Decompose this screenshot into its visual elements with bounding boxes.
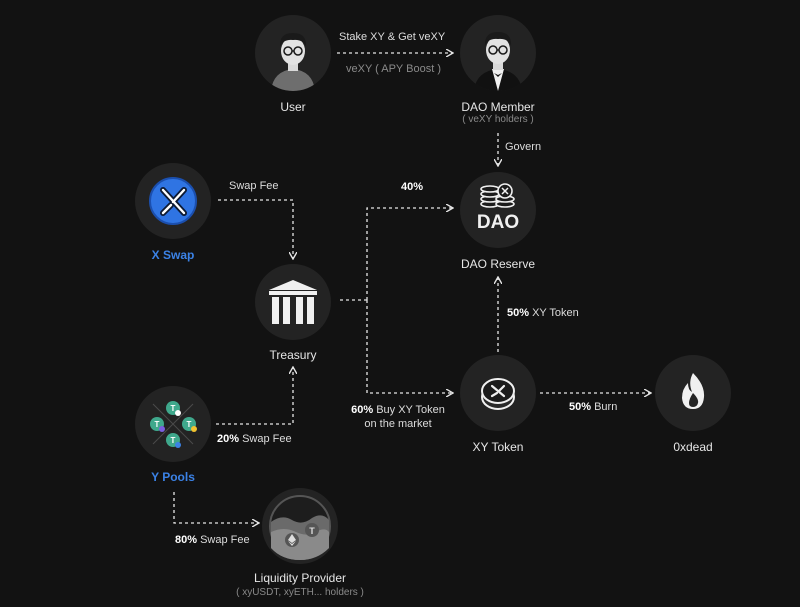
edge-label-vexy: veXY ( APY Boost )	[346, 63, 441, 75]
y-pools-label: Y Pools	[151, 470, 195, 484]
xy-token-node	[460, 355, 536, 431]
pool-tokens-icon: T T T T	[150, 401, 197, 448]
dao-member-avatar-icon	[474, 32, 522, 91]
user-label: User	[280, 100, 306, 114]
liquidity-provider-node: T	[262, 488, 338, 564]
edge-label-sixty: 60% Buy XY Token on the market	[351, 404, 445, 430]
svg-text:T: T	[155, 420, 160, 429]
x-swap-label: X Swap	[151, 248, 195, 262]
treasury-building-icon	[269, 280, 317, 324]
svg-text:T: T	[171, 404, 176, 413]
liquidity-provider-label: Liquidity Provider	[253, 571, 347, 585]
arrow-ypools-to-lp	[173, 492, 258, 523]
dead-node	[655, 355, 731, 431]
fire-icon	[682, 373, 705, 409]
svg-text:T: T	[309, 526, 315, 536]
x-swap-node	[135, 163, 211, 239]
edge-label-govern: Govern	[505, 141, 542, 153]
x-swap-logo-icon	[149, 177, 197, 225]
arrow-xswap-to-treasury	[218, 199, 293, 258]
edge-label-twenty: 20% Swap Fee	[217, 433, 292, 445]
svg-text:T: T	[171, 436, 176, 445]
liquidity-icon: T	[269, 495, 331, 560]
arrow-to-dao-reserve	[366, 208, 452, 300]
svg-text:T: T	[187, 420, 192, 429]
arrow-to-xy-token	[366, 300, 452, 393]
dao-member-label: DAO Member	[461, 100, 535, 114]
dao-logo-text: DAO	[477, 212, 519, 233]
user-node	[255, 15, 331, 91]
dao-reserve-node: DAO	[460, 172, 536, 248]
xy-token-coin-icon	[481, 378, 515, 410]
dao-coins-icon: DAO	[477, 183, 519, 233]
dead-label: 0xdead	[673, 440, 713, 454]
user-avatar-icon	[271, 33, 315, 91]
treasury-node	[255, 264, 331, 340]
edge-label-forty: 40%	[401, 181, 424, 193]
edge-label-fifty-burn: 50% Burn	[569, 401, 618, 413]
edge-label-stake: Stake XY & Get veXY	[339, 31, 446, 43]
treasury-label: Treasury	[269, 348, 317, 362]
dao-reserve-label: DAO Reserve	[460, 257, 536, 271]
dao-member-node	[460, 15, 536, 91]
liquidity-provider-sub: ( xyUSDT, xyETH... holders )	[236, 587, 364, 598]
edge-label-eighty: 80% Swap Fee	[175, 534, 250, 546]
y-pools-node: T T T T	[135, 386, 211, 462]
edge-label-swap-fee: Swap Fee	[229, 180, 279, 192]
xy-token-label: XY Token	[472, 440, 524, 454]
dao-member-sub: ( veXY holders )	[462, 114, 534, 125]
edge-label-fifty-xy: 50% XY Token	[507, 307, 579, 319]
arrow-ypools-to-treasury	[216, 368, 293, 425]
